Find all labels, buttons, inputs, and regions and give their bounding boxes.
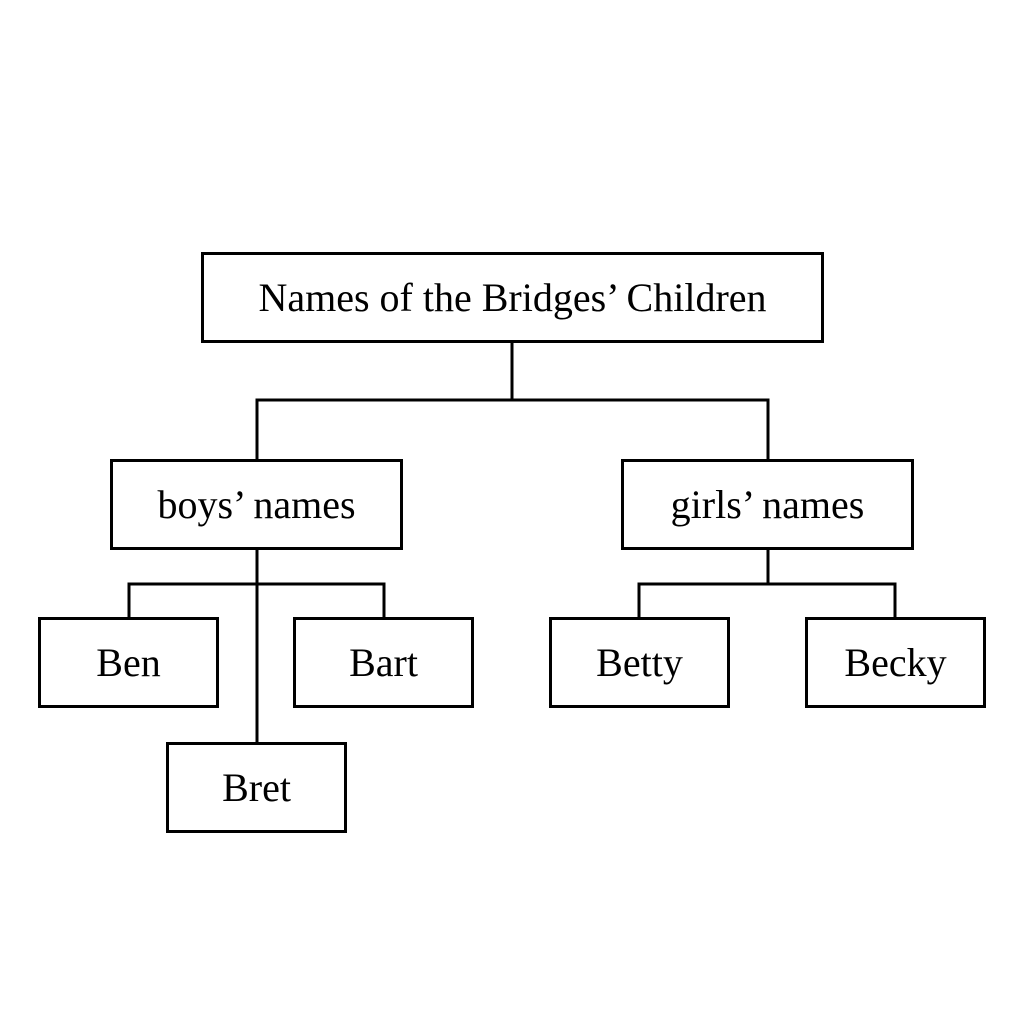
child-name-label: Becky: [844, 640, 947, 685]
child-node-bret: Bret: [166, 742, 347, 833]
child-name-label: Betty: [596, 640, 683, 685]
child-node-ben: Ben: [38, 617, 219, 708]
root-node: Names of the Bridges’ Children: [201, 252, 824, 343]
boys-names-label: boys’ names: [157, 482, 356, 527]
child-node-becky: Becky: [805, 617, 986, 708]
child-node-bart: Bart: [293, 617, 474, 708]
girls-names-node: girls’ names: [621, 459, 914, 550]
child-name-label: Bart: [349, 640, 418, 685]
girls-names-label: girls’ names: [670, 482, 865, 527]
child-node-betty: Betty: [549, 617, 730, 708]
root-node-label: Names of the Bridges’ Children: [258, 275, 767, 320]
child-name-label: Ben: [96, 640, 161, 685]
child-name-label: Bret: [222, 765, 291, 810]
boys-names-node: boys’ names: [110, 459, 403, 550]
